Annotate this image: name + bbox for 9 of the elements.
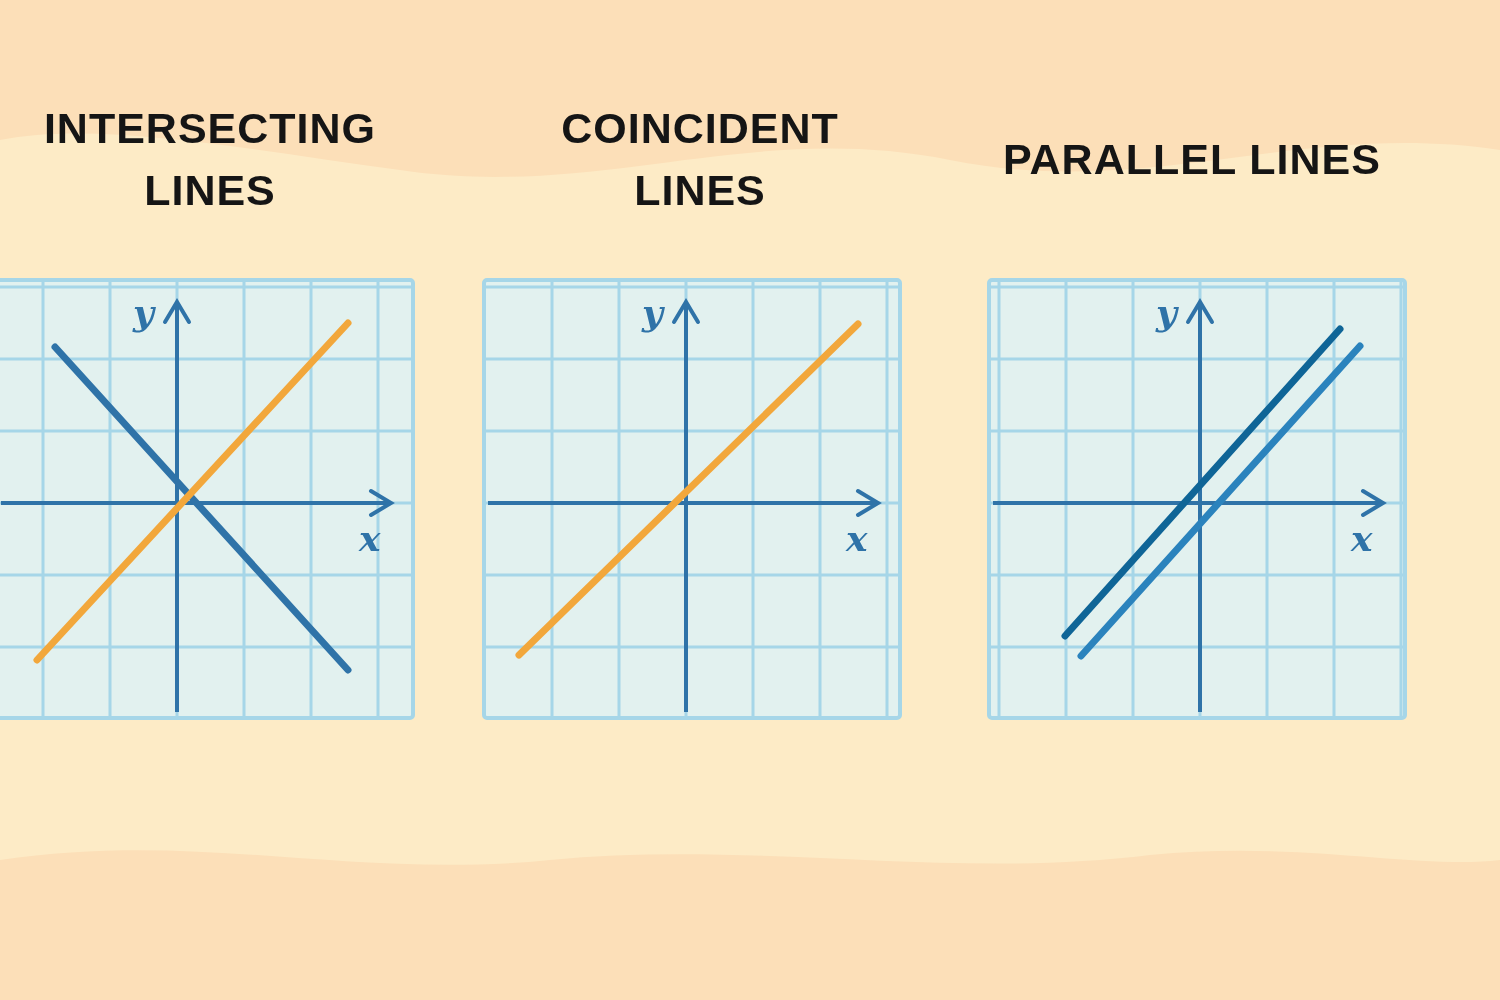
heading: PARALLEL LINES bbox=[1002, 134, 1382, 185]
axis-label: x bbox=[846, 518, 868, 558]
axis-label: y bbox=[1156, 292, 1177, 332]
heading: INTERSECTING LINES bbox=[42, 103, 378, 216]
axis-label: y bbox=[642, 292, 663, 332]
axis-label: y bbox=[133, 292, 154, 332]
axis-label: x bbox=[359, 518, 381, 558]
heading: COINCIDENT LINES bbox=[560, 103, 840, 216]
axis-label: x bbox=[1351, 518, 1373, 558]
